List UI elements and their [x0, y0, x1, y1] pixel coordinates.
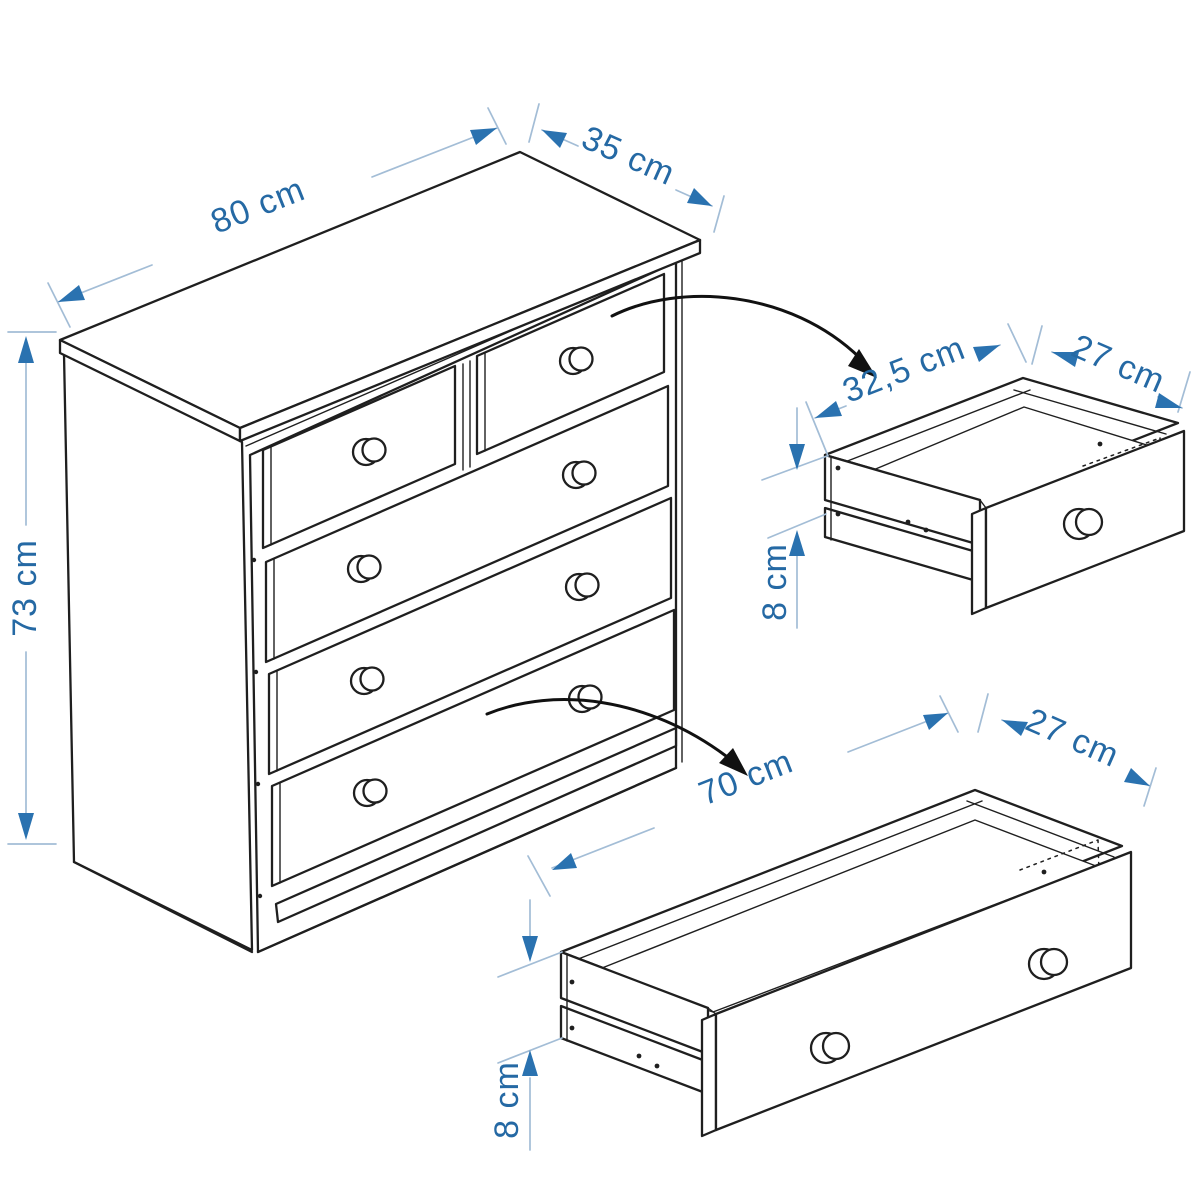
- large-drawer-front-edge: [700, 1012, 718, 1138]
- large-drawer-knobs: [809, 947, 1069, 1065]
- dimension-small-drawer-height: 8 cm: [756, 407, 828, 629]
- chest-illustration: [58, 150, 702, 954]
- curved-arrow-large-drawer-icon: [485, 698, 748, 776]
- dimension-label: 35 cm: [576, 119, 681, 193]
- dimension-label: 27 cm: [1020, 701, 1125, 775]
- large-drawer-illustration: [559, 788, 1133, 1138]
- chest-base: [274, 726, 678, 924]
- chest-side-panel: [62, 352, 254, 952]
- dimension-label: 32,5 cm: [838, 329, 971, 411]
- dimension-label: 8 cm: [488, 1061, 526, 1139]
- chest-drawer-large-3: [270, 608, 676, 888]
- chest-knobs: [346, 346, 603, 808]
- dimension-label: 8 cm: [756, 543, 794, 621]
- small-drawer-knob: [1062, 507, 1104, 541]
- small-drawer-front-edge: [970, 506, 988, 616]
- dimension-label: 27 cm: [1066, 327, 1171, 401]
- dimension-large-drawer-height: 8 cm: [488, 899, 563, 1151]
- dimension-label: 80 cm: [206, 170, 311, 241]
- dimension-chest-height: 73 cm: [6, 331, 57, 845]
- dimension-label: 73 cm: [6, 539, 44, 637]
- dimension-label: 70 cm: [694, 742, 799, 813]
- curved-arrow-small-drawer-icon: [610, 294, 877, 378]
- dimension-large-drawer-depth: 27 cm: [977, 693, 1157, 807]
- chest-drawer-large-2: [267, 496, 673, 776]
- small-drawer-illustration: [823, 376, 1186, 616]
- chest-drawer-large-1: [264, 384, 670, 664]
- chest-top-edge-front: [238, 238, 702, 443]
